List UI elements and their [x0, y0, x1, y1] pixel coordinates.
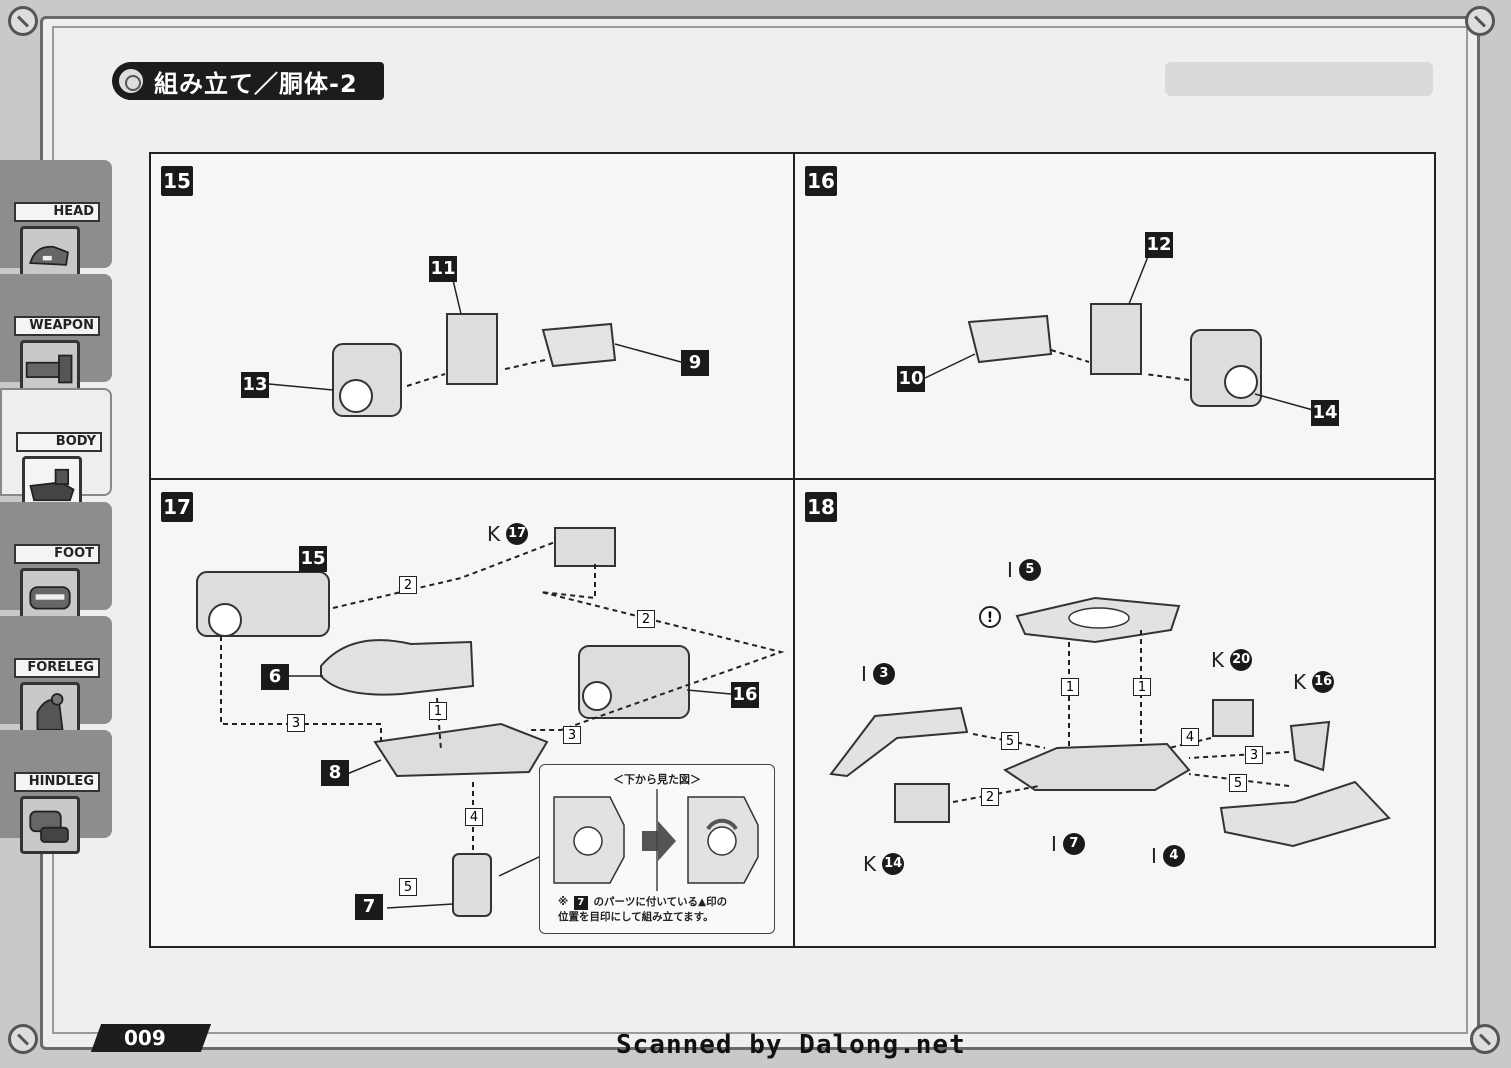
compass-icon — [116, 66, 146, 96]
hindleg-part-icon — [20, 796, 80, 854]
part-reference: I 5 — [1007, 558, 1041, 582]
part-reference: K 20 — [1211, 648, 1253, 672]
sequence-step: 5 — [399, 878, 417, 896]
step-number: 16 — [805, 166, 837, 196]
note-part-number: 7 — [573, 896, 588, 910]
sequence-step: 5 — [1229, 774, 1247, 792]
runner-letter: I — [1007, 558, 1013, 582]
sidebar-item-label: FORELEG — [14, 658, 100, 678]
sequence-step: 2 — [981, 788, 999, 806]
step-16-panel: 16 12 10 14 — [793, 152, 1436, 480]
step-16-diagram — [924, 253, 1314, 411]
note-line-2: 位置を目印にして組み立てます。 — [558, 911, 714, 923]
part-reference: K 14 — [863, 852, 905, 876]
part-number: 14 — [882, 853, 905, 875]
corner-bolt-icon — [1470, 1024, 1500, 1054]
part-number: 17 — [506, 523, 529, 545]
sequence-step: 3 — [287, 714, 305, 732]
part-callout: 15 — [299, 546, 327, 572]
sidebar-item-head[interactable]: HEAD — [0, 160, 112, 284]
runner-letter: K — [863, 852, 877, 876]
part-reference: I 3 — [861, 662, 895, 686]
sidebar-item-label: HEAD — [14, 202, 100, 222]
runner-letter: K — [1293, 670, 1307, 694]
sequence-step: 1 — [1061, 678, 1079, 696]
sequence-step: 2 — [637, 610, 655, 628]
part-callout: 14 — [1311, 400, 1339, 426]
part-callout: 8 — [321, 760, 349, 786]
sidebar-item-label: HINDLEG — [14, 772, 100, 792]
part-number: 3 — [872, 663, 895, 685]
part-number: 5 — [1018, 559, 1041, 581]
part-reference: K 17 — [487, 522, 529, 546]
runner-letter: I — [861, 662, 867, 686]
note-mark: ※ — [558, 896, 569, 908]
sidebar-item-label: BODY — [16, 432, 102, 452]
scan-credit: Scanned by Dalong.net — [616, 1030, 966, 1060]
part-reference: K 16 — [1293, 670, 1335, 694]
step-15-panel: 15 11 13 9 — [149, 152, 795, 480]
sequence-step: 3 — [563, 726, 581, 744]
sidebar-item-hindleg[interactable]: HINDLEG — [0, 730, 112, 854]
bottom-view-inset: ＜下から見た図＞ ※ 7 のパーツに付いている▲印の 位置を目印にして組み立てま… — [539, 764, 775, 934]
runner-letter: I — [1051, 832, 1057, 856]
runner-letter: K — [487, 522, 501, 546]
sidebar-item-foot[interactable]: FOOT — [0, 502, 112, 626]
part-callout: 7 — [355, 894, 383, 920]
part-number: 16 — [1312, 671, 1335, 693]
sidebar-item-weapon[interactable]: WEAPON — [0, 274, 112, 398]
step-17-panel: 17 15 6 8 16 7 K 17 2 2 3 1 3 4 5 ＜下から見た… — [149, 478, 795, 948]
step-number: 15 — [161, 166, 193, 196]
note-line-1: のパーツに付いている▲印の — [593, 896, 728, 908]
step-18-panel: 18 ! I 5 I 3 K 20 K 16 I 7 I 4 — [793, 478, 1436, 948]
part-reference: I 4 — [1151, 844, 1185, 868]
step-15-diagram — [268, 279, 682, 417]
sidebar-item-foreleg[interactable]: FORELEG — [0, 616, 112, 740]
part-callout: 10 — [897, 366, 925, 392]
part-reference: I 7 — [1051, 832, 1085, 856]
warning-icon: ! — [979, 606, 1001, 628]
sequence-step: 4 — [465, 808, 483, 826]
part-callout: 16 — [731, 682, 759, 708]
inset-note: ※ 7 のパーツに付いている▲印の 位置を目印にして組み立てます。 — [558, 895, 768, 925]
inset-title: ＜下から見た図＞ — [613, 773, 701, 786]
sidebar-item-label: WEAPON — [14, 316, 100, 336]
part-number: 20 — [1230, 649, 1253, 671]
sequence-step: 3 — [1245, 746, 1263, 764]
part-number: 7 — [1062, 833, 1085, 855]
sequence-step: 4 — [1181, 728, 1199, 746]
part-callout: 9 — [681, 350, 709, 376]
page-title-bar: 組み立て／胴体-2 — [112, 62, 384, 100]
corner-bolt-icon — [8, 6, 38, 36]
sequence-step: 1 — [1133, 678, 1151, 696]
sequence-step: 2 — [399, 576, 417, 594]
runner-letter: K — [1211, 648, 1225, 672]
part-number: 4 — [1162, 845, 1185, 867]
part-callout: 13 — [241, 372, 269, 398]
corner-bolt-icon — [1465, 6, 1495, 36]
runner-letter: I — [1151, 844, 1157, 868]
step-18-diagram — [829, 596, 1391, 848]
page-number: 009 — [90, 1024, 212, 1052]
part-callout: 12 — [1145, 232, 1173, 258]
show-through-bar — [1165, 62, 1433, 96]
step-number: 18 — [805, 492, 837, 522]
bottom-view-diagram — [553, 789, 759, 891]
sidebar-item-body[interactable]: BODY — [0, 388, 112, 514]
sequence-step: 5 — [1001, 732, 1019, 750]
sequence-step: 1 — [429, 702, 447, 720]
part-callout: 6 — [261, 664, 289, 690]
part-callout: 11 — [429, 256, 457, 282]
page-title: 組み立て／胴体-2 — [154, 69, 358, 98]
step-number: 17 — [161, 492, 193, 522]
corner-bolt-icon — [8, 1024, 38, 1054]
sidebar-item-label: FOOT — [14, 544, 100, 564]
step-17-diagram — [196, 527, 785, 917]
